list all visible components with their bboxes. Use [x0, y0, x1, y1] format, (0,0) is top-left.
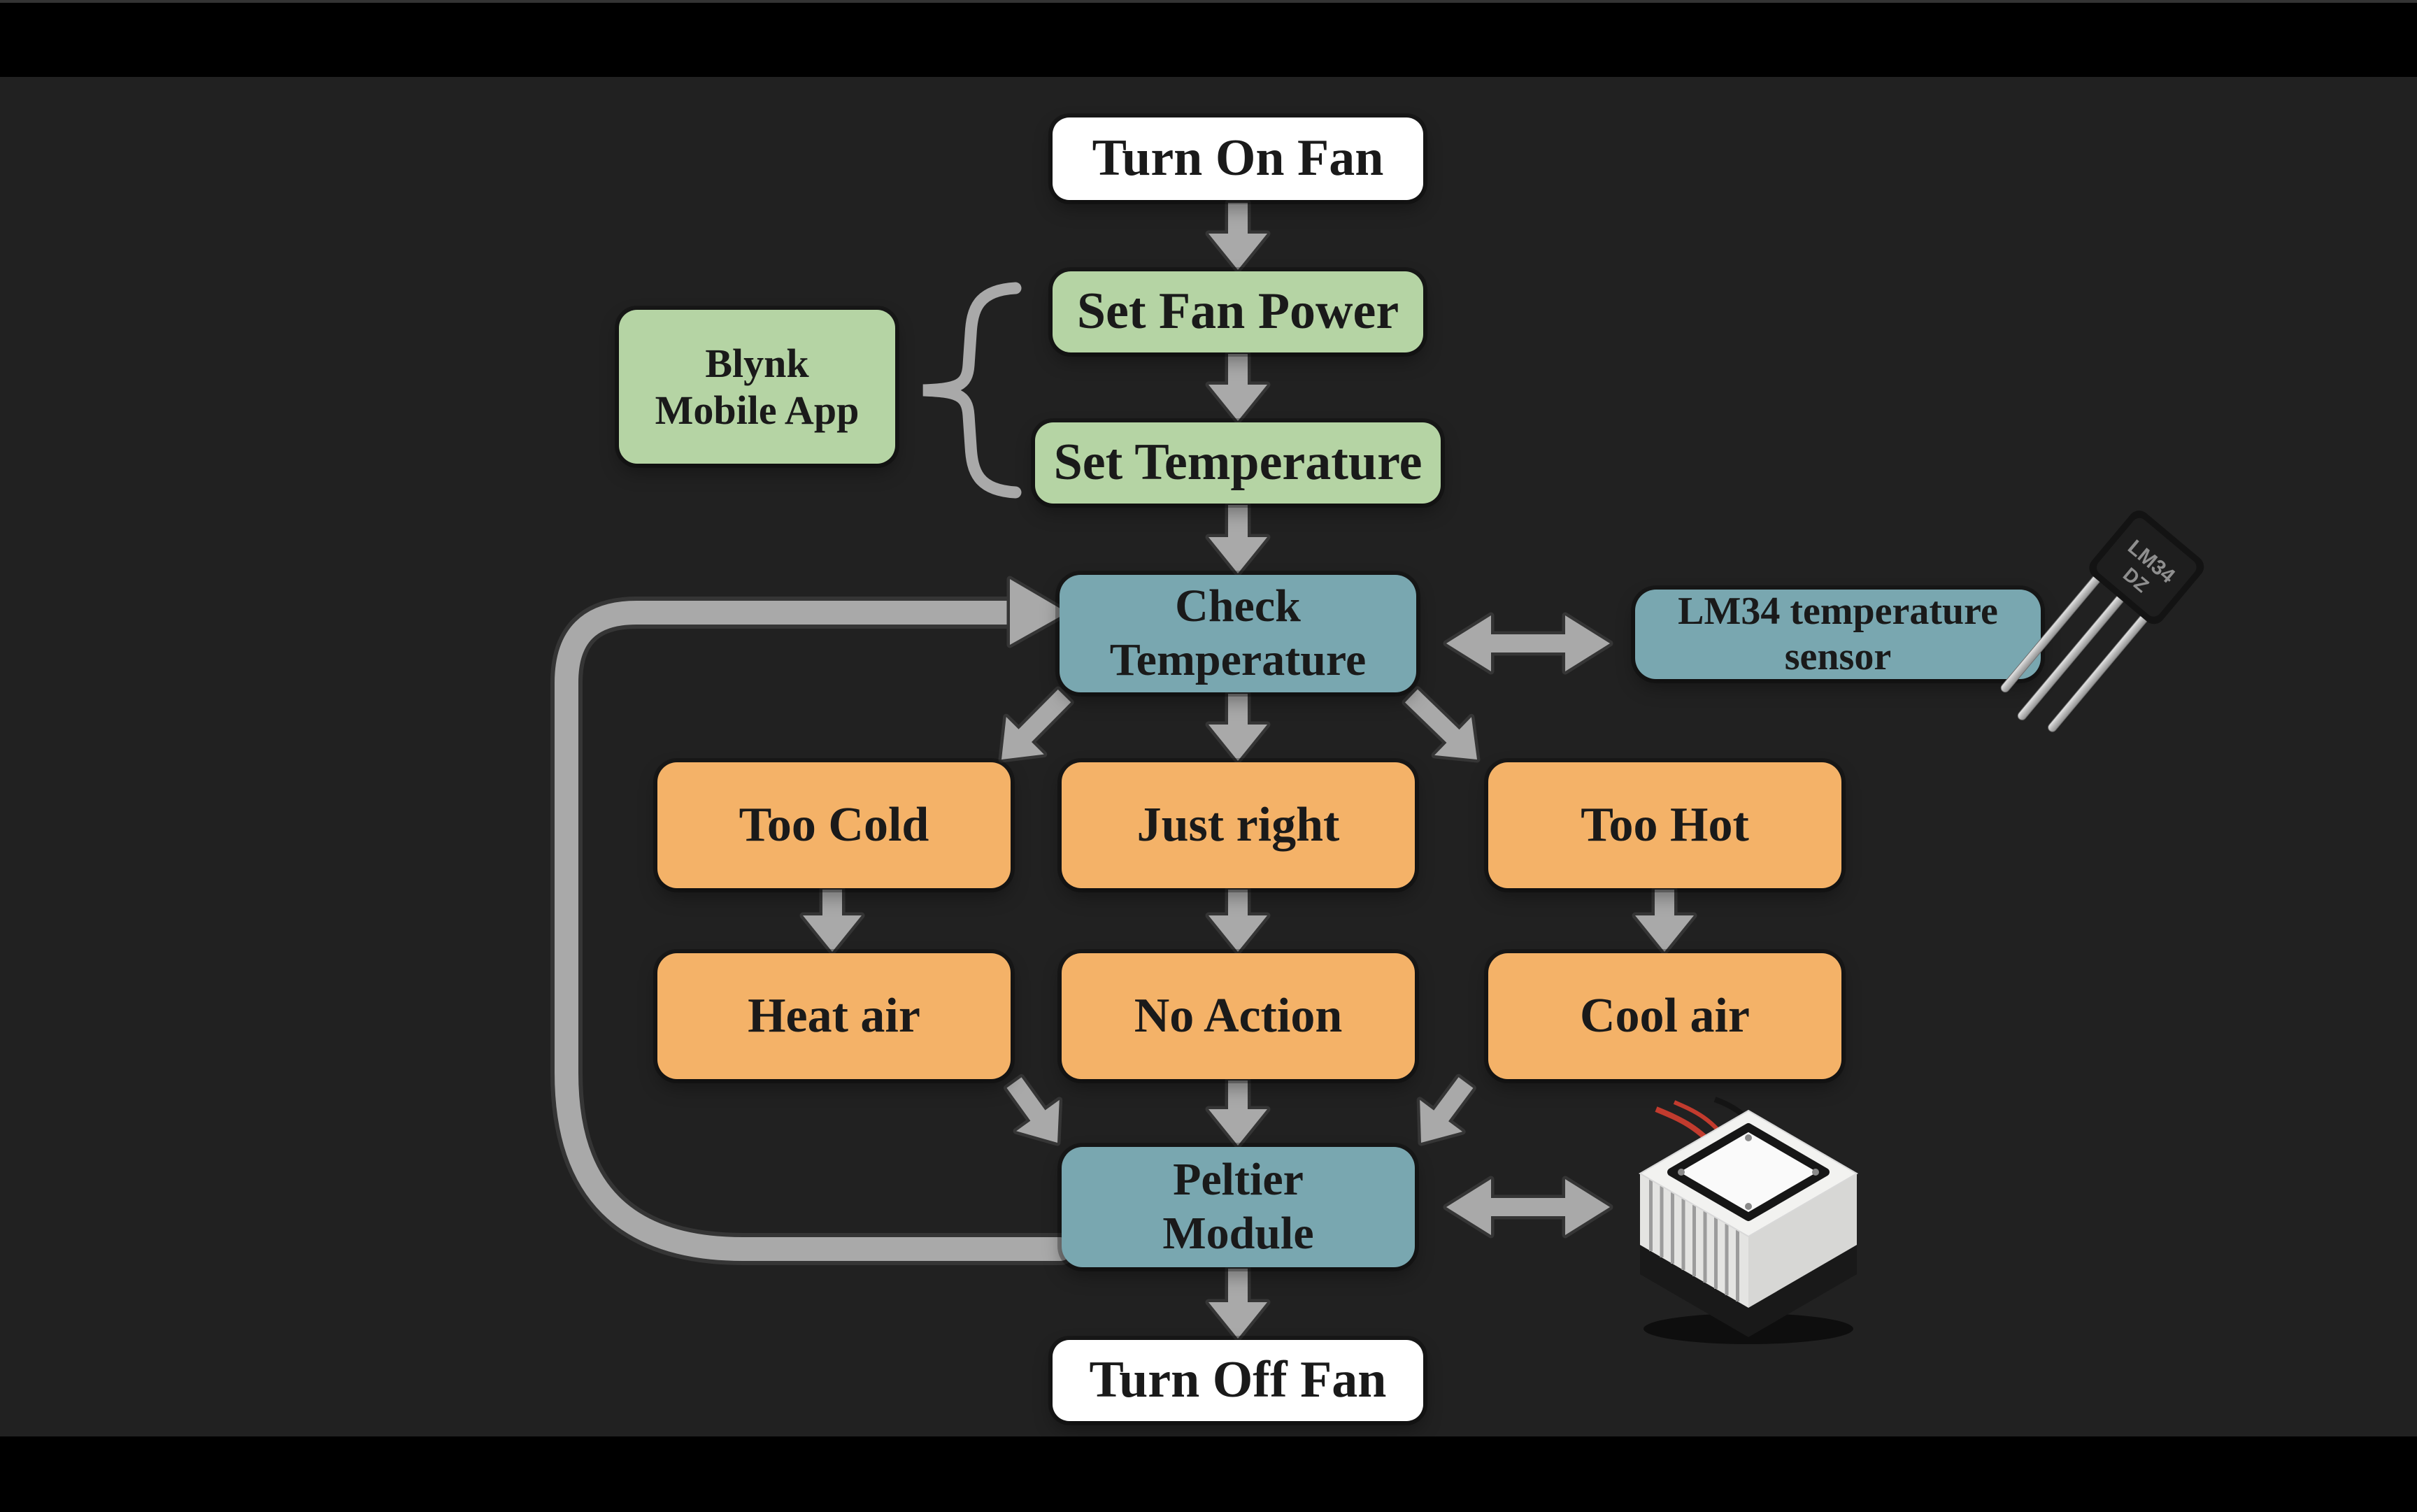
arrow-diagonal-icon	[1416, 1074, 1476, 1146]
arrow-down-icon	[1205, 199, 1271, 273]
node-set-fan-power: Set Fan Power	[1053, 271, 1423, 352]
node-label: Heat air	[748, 989, 920, 1043]
arrow-double-icon	[1443, 612, 1613, 675]
top-hairline	[0, 0, 2417, 3]
arrow-diagonal-icon	[1003, 1074, 1063, 1146]
node-label: Too Hot	[1581, 798, 1749, 853]
node-label-line1: Blynk	[705, 340, 809, 386]
node-just-right: Just right	[1062, 762, 1415, 888]
node-label-line1: Peltier	[1173, 1154, 1304, 1206]
node-cool-air: Cool air	[1488, 953, 1841, 1079]
node-label-line2: Module	[1162, 1208, 1314, 1259]
node-no-action: No Action	[1062, 953, 1415, 1079]
node-label: Cool air	[1579, 989, 1751, 1043]
node-label: Set Fan Power	[1076, 283, 1399, 341]
node-too-cold: Too Cold	[657, 762, 1011, 888]
arrow-down-icon	[1205, 690, 1271, 764]
node-set-temperature: Set Temperature	[1035, 422, 1441, 504]
node-label: Turn On Fan	[1092, 129, 1384, 187]
node-label: Turn Off Fan	[1089, 1351, 1387, 1409]
arrow-down-icon	[1205, 886, 1271, 955]
arrow-double-icon	[1443, 1176, 1613, 1239]
node-label: Too Cold	[739, 798, 929, 853]
node-label: No Action	[1134, 989, 1343, 1043]
node-lm34-temperature-sensor: LM34 temperature sensor	[1635, 590, 2041, 679]
arrow-diagonal-icon	[1402, 686, 1481, 763]
arrow-down-icon	[1205, 350, 1271, 425]
arrow-diagonal-icon	[998, 686, 1074, 763]
arrow-down-icon	[1205, 501, 1271, 577]
node-label-line2: sensor	[1784, 635, 1892, 678]
node-turn-off-fan: Turn Off Fan	[1053, 1340, 1423, 1421]
node-label-line2: Mobile App	[655, 387, 860, 433]
arrow-down-icon	[799, 886, 865, 955]
node-label-line1: Check	[1175, 580, 1301, 632]
node-heat-air: Heat air	[657, 953, 1011, 1079]
flowchart-canvas: Turn On Fan Set Fan Power Blynk Mobile A…	[0, 77, 2417, 1436]
node-label-line1: LM34 temperature	[1678, 590, 1998, 634]
node-too-hot: Too Hot	[1488, 762, 1841, 888]
peltier-module-photo	[1639, 1097, 1858, 1344]
node-peltier-module: Peltier Module	[1062, 1147, 1415, 1267]
node-label: Set Temperature	[1053, 434, 1423, 492]
node-turn-on-fan: Turn On Fan	[1053, 117, 1423, 200]
loop-arrow-icon	[550, 576, 1076, 1265]
arrow-down-icon	[1632, 886, 1697, 955]
node-label-line2: Temperature	[1109, 634, 1367, 685]
brace-icon	[922, 282, 1022, 499]
arrow-down-icon	[1205, 1077, 1271, 1149]
node-check-temperature: Check Temperature	[1060, 575, 1416, 692]
node-blynk-mobile-app: Blynk Mobile App	[619, 310, 895, 464]
arrow-down-icon	[1205, 1265, 1271, 1342]
lm34-sensor-photo: LM34 DZ	[2000, 511, 2204, 732]
node-label: Just right	[1136, 798, 1340, 853]
